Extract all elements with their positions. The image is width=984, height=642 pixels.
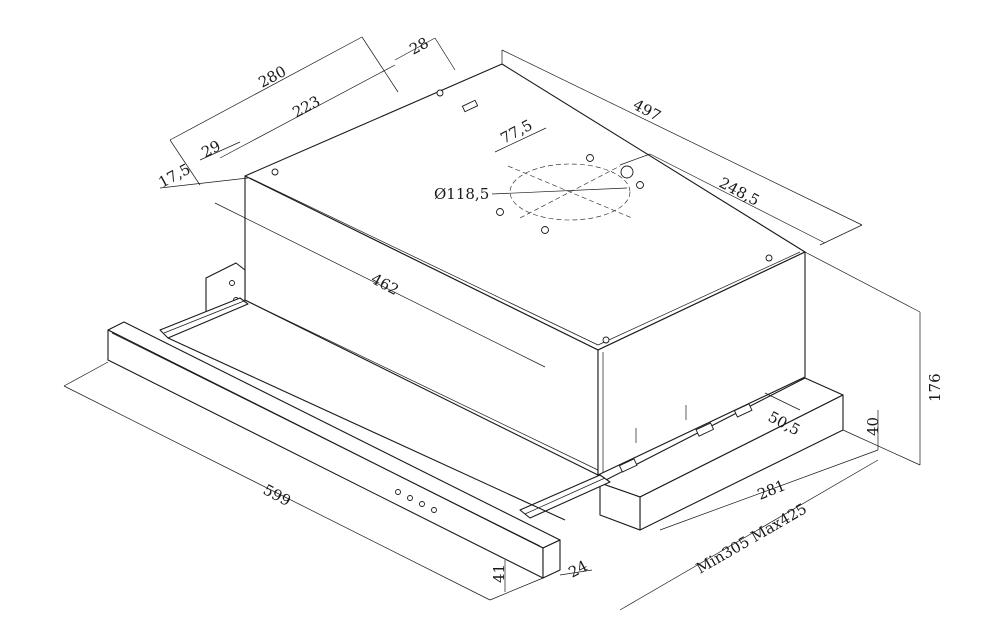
slot	[461, 99, 479, 113]
mounting-hole	[271, 168, 279, 176]
cable-hole	[620, 165, 634, 179]
dim-599: 599	[260, 481, 294, 510]
dim-17-5: 17,5	[155, 160, 193, 192]
control-button	[419, 501, 425, 507]
dim-24: 24	[565, 557, 590, 582]
dim-281: 281	[755, 476, 788, 503]
dim-40: 40	[864, 417, 882, 436]
left-rail	[159, 297, 249, 339]
front-panel-end	[542, 539, 561, 579]
dim-41: 41	[490, 564, 508, 583]
box-right-face	[597, 251, 806, 476]
mounting-hole	[602, 336, 610, 344]
mounting-hole	[586, 154, 594, 162]
mounting-hole	[765, 254, 773, 262]
right-guide-side	[599, 482, 641, 531]
mounting-hole	[496, 208, 504, 216]
carriage-edge	[167, 337, 566, 521]
control-button	[395, 489, 401, 495]
mounting-hole	[436, 89, 444, 97]
exhaust-outlet	[509, 163, 631, 221]
control-button	[431, 507, 437, 513]
dim-28: 28	[406, 34, 431, 59]
mounting-hole	[636, 181, 644, 189]
dim-176: 176	[926, 373, 944, 402]
dim-diameter: Ø118,5	[434, 185, 489, 203]
mounting-hole	[541, 226, 549, 234]
control-button	[407, 495, 413, 501]
dim-223: 223	[289, 92, 323, 121]
dim-280: 280	[255, 62, 289, 91]
